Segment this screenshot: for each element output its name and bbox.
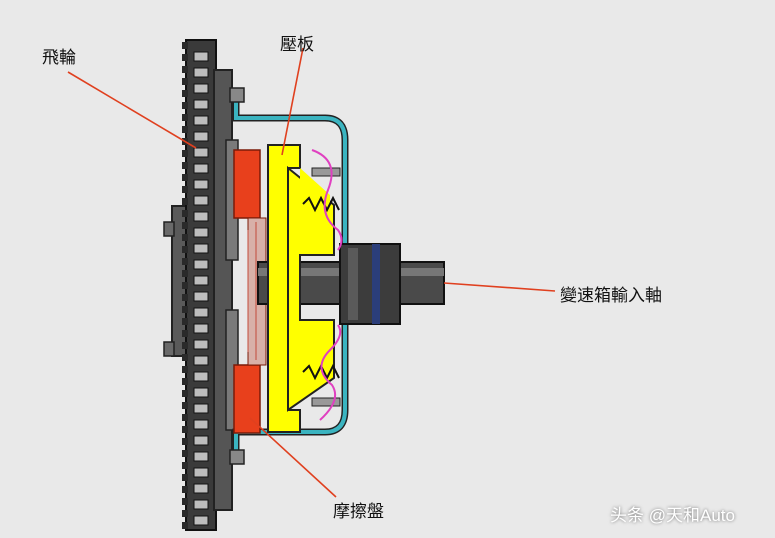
gear-tooth bbox=[182, 486, 188, 493]
rim-slot bbox=[193, 515, 209, 526]
rim-slot bbox=[193, 163, 209, 174]
gear-tooth bbox=[182, 54, 188, 61]
gear-tooth bbox=[182, 282, 188, 289]
rim-slot bbox=[193, 355, 209, 366]
gear-tooth bbox=[182, 438, 188, 445]
friction-disc-label: 摩擦盤 bbox=[333, 502, 384, 522]
gear-tooth bbox=[182, 390, 188, 397]
rim-slot bbox=[193, 435, 209, 446]
rim-slot bbox=[193, 499, 209, 510]
gear-tooth bbox=[182, 246, 188, 253]
gear-tooth bbox=[182, 354, 188, 361]
pressure-plate-leader bbox=[281, 47, 304, 156]
gear-tooth bbox=[182, 162, 188, 169]
gear-tooth bbox=[182, 150, 188, 157]
rim-slot bbox=[193, 291, 209, 302]
rim-slot bbox=[193, 147, 209, 158]
pressure-plate-label: 壓板 bbox=[280, 35, 314, 55]
rim-slot bbox=[193, 195, 209, 206]
rim-slot bbox=[193, 131, 209, 142]
gear-tooth bbox=[182, 330, 188, 337]
rim-slot bbox=[193, 243, 209, 254]
rim-slot bbox=[193, 419, 209, 430]
gear-tooth bbox=[182, 126, 188, 133]
gear-tooth bbox=[182, 498, 188, 505]
rim-slot bbox=[193, 275, 209, 286]
flywheel-leader bbox=[67, 71, 197, 149]
input-shaft bbox=[257, 243, 445, 325]
leader-lines bbox=[67, 47, 556, 498]
gear-tooth bbox=[182, 66, 188, 73]
rim-slot bbox=[193, 83, 209, 94]
rim-slot bbox=[193, 115, 209, 126]
gear-tooth bbox=[182, 198, 188, 205]
rim-slot bbox=[193, 227, 209, 238]
rim-slot bbox=[193, 483, 209, 494]
gear-tooth bbox=[182, 222, 188, 229]
gear-tooth bbox=[182, 450, 188, 457]
watermark: 头条 @天和Auto bbox=[610, 506, 735, 525]
rim-slot bbox=[193, 387, 209, 398]
springs bbox=[302, 149, 343, 421]
rim-slot bbox=[193, 259, 209, 270]
gear-tooth bbox=[182, 90, 188, 97]
gear-tooth bbox=[182, 294, 188, 301]
rim-slot bbox=[193, 323, 209, 334]
rim-slot bbox=[193, 51, 209, 62]
rim-slot bbox=[193, 99, 209, 110]
gear-tooth bbox=[182, 42, 188, 49]
rim-slot bbox=[193, 179, 209, 190]
gear-tooth bbox=[182, 366, 188, 373]
input-shaft-label: 變速箱輸入軸 bbox=[560, 286, 662, 306]
gear-tooth bbox=[182, 114, 188, 121]
gear-tooth bbox=[182, 210, 188, 217]
gear-tooth bbox=[182, 462, 188, 469]
gear-tooth bbox=[182, 234, 188, 241]
flywheel-label: 飛輪 bbox=[42, 48, 76, 68]
gear-tooth bbox=[182, 306, 188, 313]
gear-tooth bbox=[182, 174, 188, 181]
input-shaft-leader bbox=[443, 282, 556, 292]
rim-slot bbox=[193, 467, 209, 478]
gear-tooth bbox=[182, 78, 188, 85]
gear-tooth bbox=[182, 474, 188, 481]
gear-tooth bbox=[182, 342, 188, 349]
gear-tooth bbox=[182, 270, 188, 277]
flywheel bbox=[182, 39, 239, 531]
gear-tooth bbox=[182, 426, 188, 433]
rim-slot bbox=[193, 211, 209, 222]
rim-slot bbox=[193, 67, 209, 78]
rim-slot bbox=[193, 307, 209, 318]
rim-slot bbox=[193, 339, 209, 350]
gear-tooth bbox=[182, 102, 188, 109]
rim-slot bbox=[193, 451, 209, 462]
gear-tooth bbox=[182, 402, 188, 409]
gear-tooth bbox=[182, 522, 188, 529]
rim-slot bbox=[193, 403, 209, 414]
rim-slot bbox=[193, 371, 209, 382]
gear-tooth bbox=[182, 318, 188, 325]
friction-disc-leader bbox=[249, 417, 337, 498]
gear-tooth bbox=[182, 186, 188, 193]
gear-tooth bbox=[182, 510, 188, 517]
gear-tooth bbox=[182, 378, 188, 385]
gear-tooth bbox=[182, 258, 188, 265]
gear-tooth bbox=[182, 414, 188, 421]
